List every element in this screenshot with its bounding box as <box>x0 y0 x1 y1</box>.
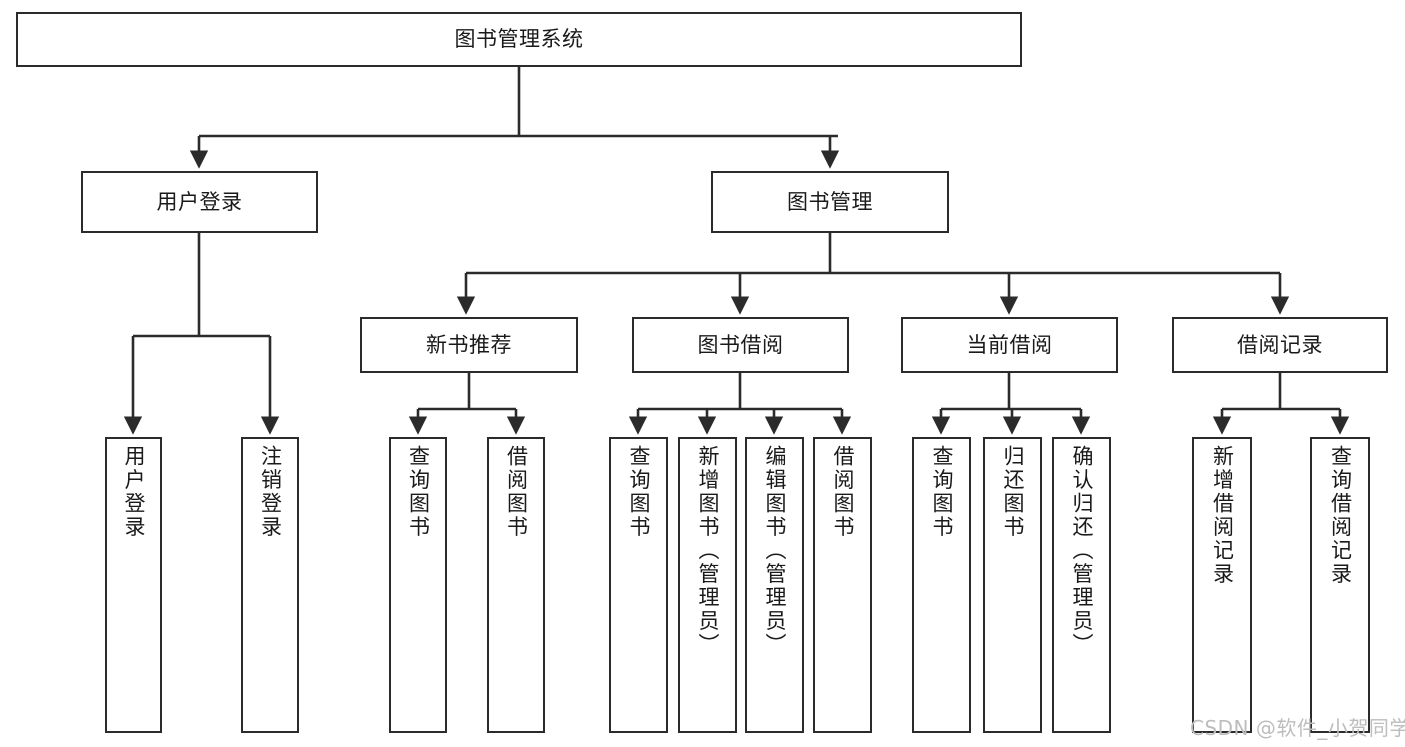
leaf-borrow-query-book-label: 查询图书 <box>627 445 651 539</box>
node-current-borrow-label: 当前借阅 <box>966 332 1053 357</box>
leaf-user-logout-label: 注销登录 <box>258 445 283 539</box>
leaf-recommend-query-book[interactable]: 查询图书 <box>389 437 447 733</box>
leaf-record-add-borrow-record-label: 新增借阅记录 <box>1210 445 1235 586</box>
leaf-current-return-book-label: 归还图书 <box>1001 445 1025 539</box>
node-book-borrow[interactable]: 图书借阅 <box>632 317 849 373</box>
node-user-login-label: 用户登录 <box>156 189 243 214</box>
leaf-user-logout[interactable]: 注销登录 <box>241 437 299 733</box>
leaf-record-query-borrow-record-label: 查询借阅记录 <box>1328 445 1353 586</box>
leaf-borrow-borrow-book-label: 借阅图书 <box>831 445 855 539</box>
node-book-manage-label: 图书管理 <box>787 189 873 214</box>
leaf-user-login-label: 用户登录 <box>122 445 146 539</box>
leaf-user-login[interactable]: 用户登录 <box>105 437 162 733</box>
leaf-recommend-borrow-book[interactable]: 借阅图书 <box>487 437 545 733</box>
leaf-recommend-query-book-label: 查询图书 <box>406 445 431 539</box>
leaf-current-query-book-label: 查询图书 <box>930 445 954 539</box>
leaf-record-add-borrow-record[interactable]: 新增借阅记录 <box>1192 437 1252 733</box>
node-root[interactable]: 图书管理系统 <box>16 12 1022 67</box>
leaf-recommend-borrow-book-label: 借阅图书 <box>504 445 529 539</box>
node-root-label: 图书管理系统 <box>454 27 584 52</box>
node-borrow-record[interactable]: 借阅记录 <box>1172 317 1388 373</box>
node-borrow-record-label: 借阅记录 <box>1237 332 1323 357</box>
node-new-book-recommend-label: 新书推荐 <box>426 332 512 357</box>
node-book-borrow-label: 图书借阅 <box>697 332 784 357</box>
leaf-borrow-add-book-admin[interactable]: 新增图书（管理员） <box>678 437 737 733</box>
leaf-borrow-edit-book-admin[interactable]: 编辑图书（管理员） <box>745 437 804 733</box>
leaf-borrow-borrow-book[interactable]: 借阅图书 <box>813 437 872 733</box>
node-current-borrow[interactable]: 当前借阅 <box>901 317 1118 373</box>
node-book-manage[interactable]: 图书管理 <box>711 171 949 233</box>
leaf-borrow-query-book[interactable]: 查询图书 <box>609 437 668 733</box>
node-new-book-recommend[interactable]: 新书推荐 <box>360 317 578 373</box>
leaf-borrow-edit-book-admin-label: 编辑图书（管理员） <box>763 445 787 657</box>
watermark: CSDN @软件_小贺同学 <box>1190 716 1405 740</box>
leaf-current-query-book[interactable]: 查询图书 <box>912 437 971 733</box>
node-user-login[interactable]: 用户登录 <box>81 171 318 233</box>
leaf-current-confirm-return-admin[interactable]: 确认归还（管理员） <box>1052 437 1111 733</box>
leaf-current-confirm-return-admin-label: 确认归还（管理员） <box>1070 445 1094 657</box>
leaf-current-return-book[interactable]: 归还图书 <box>983 437 1042 733</box>
leaf-borrow-add-book-admin-label: 新增图书（管理员） <box>696 445 720 657</box>
leaf-record-query-borrow-record[interactable]: 查询借阅记录 <box>1310 437 1370 733</box>
